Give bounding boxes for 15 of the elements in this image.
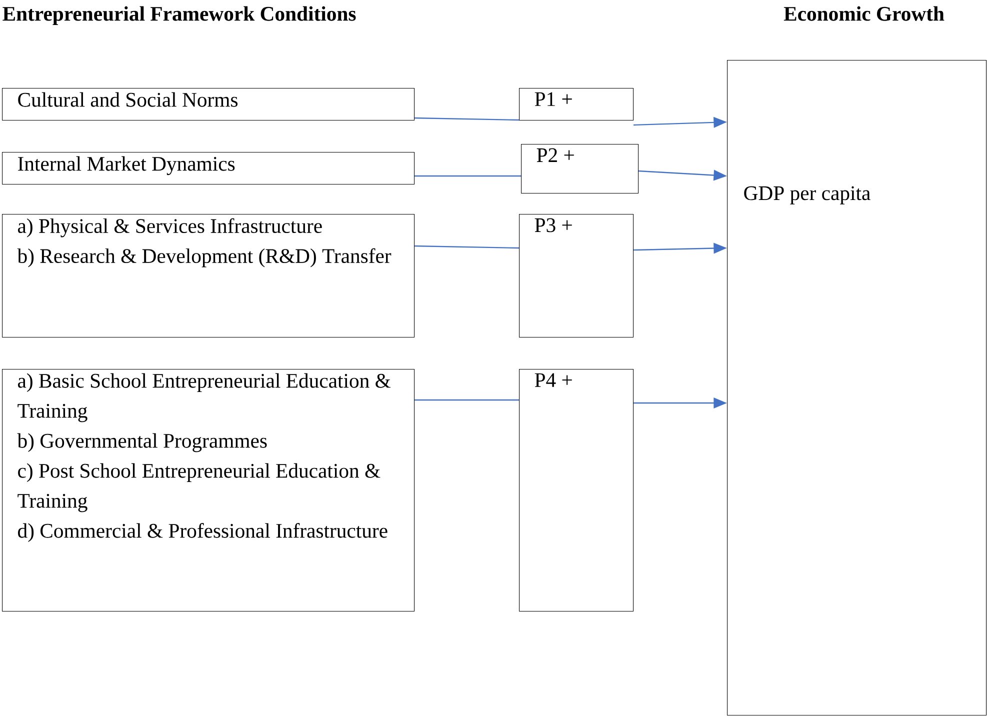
outcome-box: GDP per capita [727, 60, 987, 716]
proposition-box: P1 + [519, 88, 634, 121]
factor-box: a) Physical & Services Infrastructure b) Research & Development (R&D) Transfer [2, 214, 415, 338]
outcome-heading: Economic Growth [784, 6, 944, 21]
connector-line [414, 245, 520, 249]
connector-line [414, 117, 520, 121]
connector-line [414, 175, 521, 177]
connector-line [414, 399, 519, 401]
factor-box: Cultural and Social Norms [2, 88, 415, 121]
factor-box: Internal Market Dynamics [2, 152, 415, 185]
proposition-box: P3 + [519, 214, 634, 338]
proposition-box: P4 + [519, 369, 634, 612]
factor-box: a) Basic School Entrepreneurial Education & Training b) Governmental Programmes c) Post School Entrepreneurial Education & Training d) Commercial & Professional Infrastructure [2, 369, 415, 612]
proposition-box: P2 + [521, 144, 639, 194]
column-heading: Entrepreneurial Framework Conditions [2, 6, 356, 25]
